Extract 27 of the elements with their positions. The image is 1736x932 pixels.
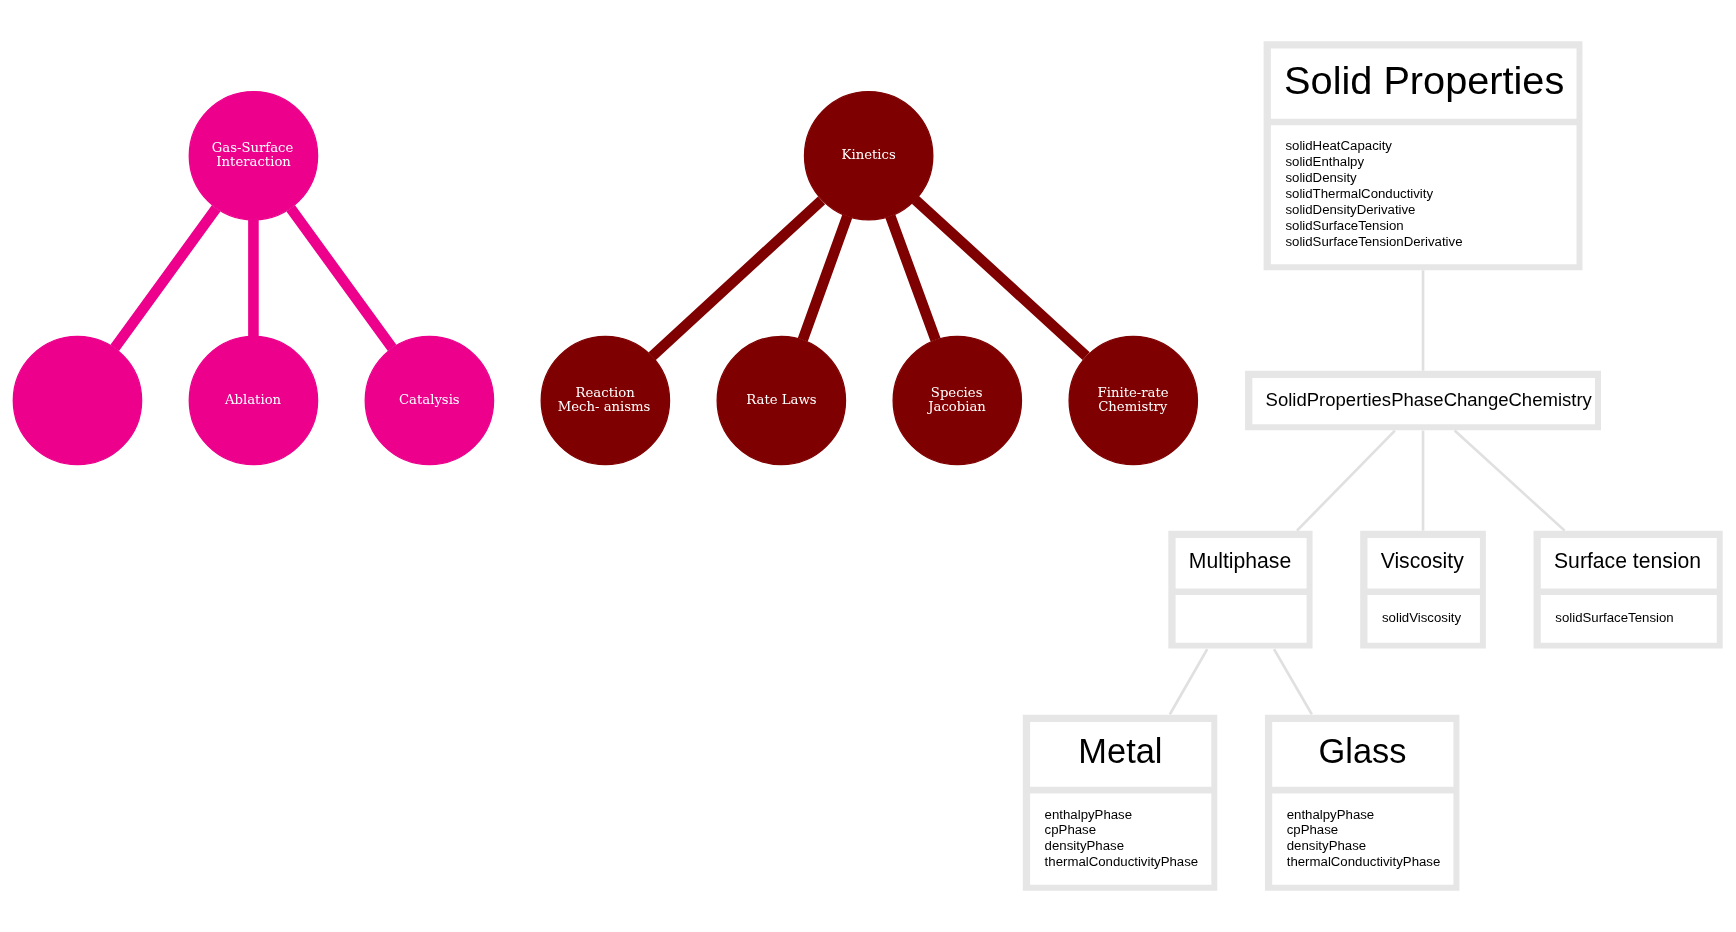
connector [286, 205, 397, 352]
connector [1296, 429, 1396, 532]
node-box: Viscosity solidViscosity [1360, 530, 1486, 649]
node-circle: Rate Laws [716, 335, 847, 466]
node-circle: Ablation [188, 335, 319, 466]
connector [1272, 648, 1313, 716]
node-box: Surface tension solidSurfaceTension [1533, 530, 1723, 649]
node-box: SolidPropertiesPhaseChangeChemistry [1245, 370, 1601, 431]
node-circle: Kinetics [803, 90, 934, 221]
node-circle: Catalysis [364, 335, 495, 466]
node-box: Multiphase [1168, 530, 1313, 649]
node-circle: Gas-Surface Interaction [188, 90, 319, 221]
connector [885, 214, 941, 342]
connector [911, 195, 1090, 360]
connector [1168, 648, 1209, 716]
node-box: Metal enthalpyPhase cpPhase densityPhase thermalConductivityPhase [1022, 714, 1218, 891]
node-circle: Finite-rate Chemistry [1068, 335, 1199, 466]
node-circle [12, 335, 143, 466]
node-circle: Reaction Mech- anisms [540, 335, 671, 466]
node-circle: Species Jacobian [892, 335, 1023, 466]
connector [1453, 429, 1566, 532]
connector [648, 196, 826, 361]
connector [797, 214, 853, 342]
connector [110, 205, 221, 352]
connector [248, 220, 259, 337]
node-box: Solid Properties solidHeatCapacity solidEnthalpy solidDensity solidThermalConductivity solidDensityDerivative solidSurfaceTension solidSurfaceTensionDerivative [1263, 41, 1583, 271]
node-box: Glass enthalpyPhase cpPhase densityPhase thermalConductivityPhase [1264, 714, 1460, 891]
